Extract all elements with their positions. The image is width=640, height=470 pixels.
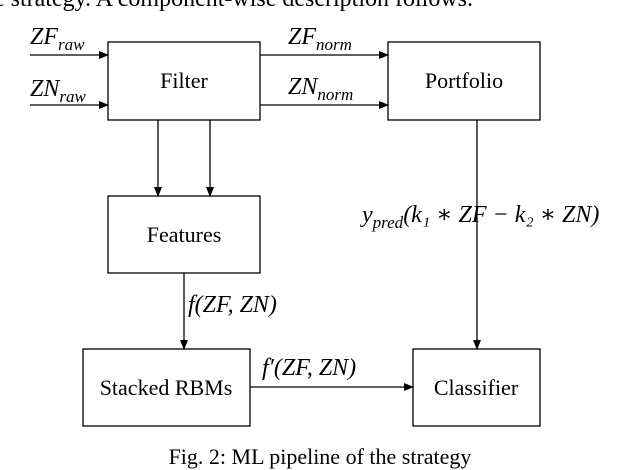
filter-label: Filter	[160, 68, 208, 93]
zn-raw-label: ZNraw	[30, 76, 86, 106]
figure-caption: Fig. 2: ML pipeline of the strategy	[168, 444, 472, 469]
zf-raw-label: ZFraw	[30, 24, 85, 54]
ypred-label: ypred(k₁ ∗ ZF − k₂ ∗ ZN)	[360, 202, 599, 232]
zn-norm-label: ZNnorm	[288, 74, 353, 104]
portfolio-box	[387, 41, 541, 121]
zf-norm-label: ZFnorm	[288, 24, 352, 54]
classifier-label: Classifier	[434, 375, 519, 400]
fprime-label: f′(ZF, ZN)	[262, 355, 356, 381]
portfolio-label: Portfolio	[425, 68, 503, 93]
features-label: Features	[147, 222, 222, 247]
f-label: f(ZF, ZN)	[188, 292, 277, 318]
filter-box	[107, 41, 261, 121]
pipeline-diagram: Filter Portfolio Features Stacked RBMs C…	[30, 24, 599, 427]
rbms-label: Stacked RBMs	[100, 375, 233, 400]
preceding-text: e strategy. A component-wise description…	[0, 0, 640, 13]
